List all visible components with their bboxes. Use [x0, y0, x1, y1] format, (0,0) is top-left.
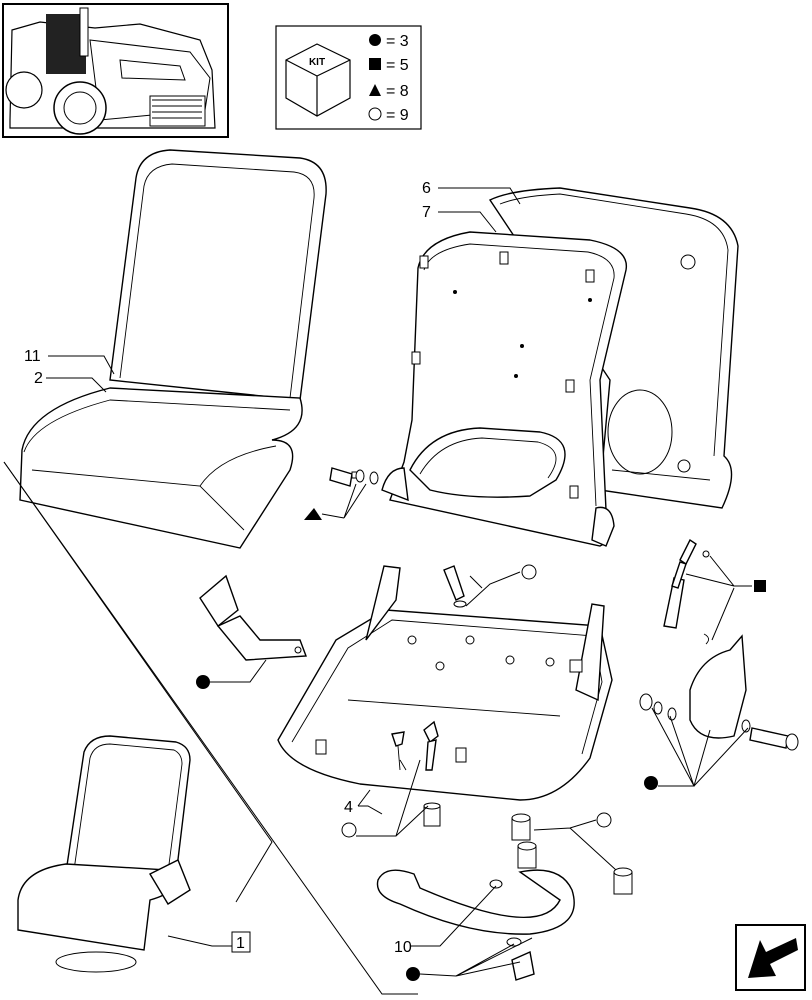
seat-pan — [277, 565, 613, 801]
filled-circle-marker-armrest — [644, 776, 658, 790]
backrest-frame — [381, 231, 628, 547]
armrest-assembly — [639, 634, 799, 790]
filled-triangle-symbol — [369, 84, 381, 96]
support-bracket — [376, 869, 575, 981]
next-page-arrow-icon[interactable] — [735, 924, 806, 991]
assembled-seat-view — [17, 735, 232, 973]
callout-4: 4 — [344, 799, 353, 816]
pan-fasteners — [341, 720, 441, 838]
callout-11: 11 — [24, 348, 41, 365]
callout-1-box — [231, 931, 251, 953]
seat-cushion-backrest — [19, 149, 327, 549]
seat-belt-buckle — [196, 574, 307, 689]
legend-row-triangle: = 8 — [386, 83, 409, 100]
legend-row-square: = 5 — [386, 57, 409, 74]
callout-10: 10 — [394, 939, 412, 956]
kit-legend: KIT = 3 = 5 = 8 = 9 — [275, 25, 422, 130]
legend-row-circle: = 3 — [386, 33, 409, 50]
kit-box-icon: KIT — [285, 43, 351, 117]
filled-circle-marker-bracket — [406, 967, 420, 981]
tractor-thumbnail[interactable] — [2, 3, 229, 138]
kit-label: KIT — [309, 57, 325, 68]
open-circle-marker-pan — [341, 822, 357, 838]
callout-2: 2 — [34, 370, 43, 387]
filled-square-symbol — [369, 58, 381, 70]
filled-circle-marker — [196, 675, 210, 689]
gas-spring — [663, 538, 766, 645]
triangle-bolt-set — [304, 467, 379, 520]
filled-circle-symbol — [369, 34, 381, 46]
pan-bolt-top — [443, 564, 537, 608]
filled-square-marker — [754, 580, 766, 592]
open-circle-marker — [521, 564, 537, 580]
open-circle-marker-mounts — [596, 812, 612, 828]
legend-row-open-circle: = 9 — [386, 107, 409, 124]
callout-1: 1 — [236, 935, 245, 952]
rubber-mounts — [511, 812, 633, 895]
callout-6: 6 — [422, 180, 431, 197]
filled-triangle-marker — [304, 508, 322, 520]
callout-7: 7 — [422, 204, 431, 221]
open-circle-symbol — [368, 107, 382, 121]
